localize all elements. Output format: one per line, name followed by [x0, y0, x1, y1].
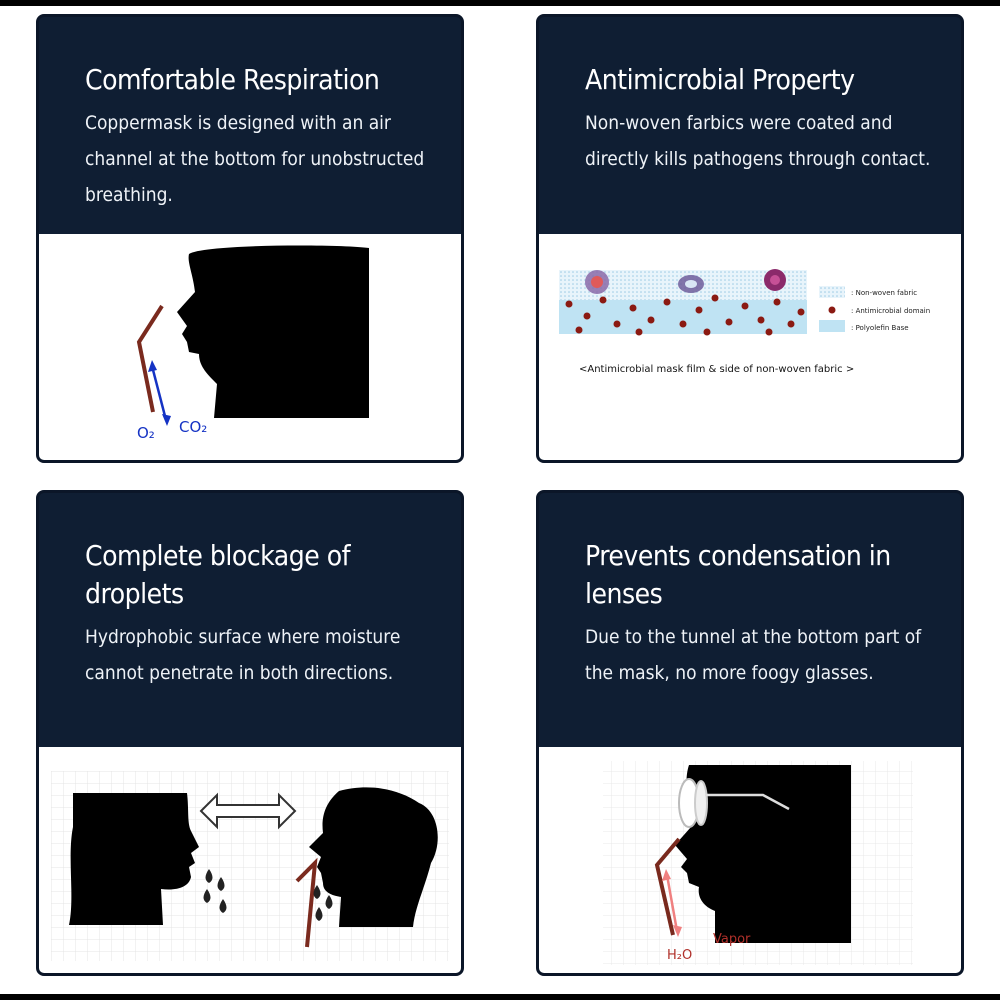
card-title: Comfortable Respiration — [85, 63, 380, 96]
legend-nonwoven: : Non-woven fabric — [851, 289, 917, 297]
card-header: Comfortable Respiration Coppermask is de… — [39, 17, 461, 213]
condensation-diagram: Vapor H₂O — [603, 761, 913, 965]
vapor-arrows-icon — [662, 869, 682, 937]
card-header: Antimicrobial Property Non-woven farbics… — [539, 17, 961, 177]
card-header: Complete blockage of droplets Hydrophobi… — [39, 493, 461, 691]
fabric-diagram: : Non-woven fabric : Antimicrobial domai… — [559, 269, 930, 375]
card-header: Prevents condensation in lenses Due to t… — [539, 493, 961, 691]
o2-label: O₂ — [137, 424, 155, 442]
feature-card-respiration: Comfortable Respiration Coppermask is de… — [36, 14, 464, 463]
feature-card-droplets: Complete blockage of droplets Hydrophobi… — [36, 490, 464, 976]
top-border — [0, 0, 1000, 6]
card-description: Hydrophobic surface where moisture canno… — [85, 626, 401, 684]
respiration-illustration: O₂ CO₂ — [39, 234, 461, 460]
co2-label: CO₂ — [179, 418, 207, 436]
droplets-icon — [203, 869, 333, 921]
respiration-diagram: O₂ CO₂ — [136, 245, 369, 442]
droplets-diagram — [51, 771, 449, 961]
card-description: Due to the tunnel at the bottom part of … — [585, 626, 922, 684]
left-head-silhouette — [69, 793, 199, 925]
right-head-silhouette — [309, 787, 438, 927]
mask-shield-line — [295, 857, 318, 948]
feature-card-antimicrobial: Antimicrobial Property Non-woven farbics… — [536, 14, 964, 463]
legend-swatch-base — [819, 320, 845, 332]
legend-swatch-dot — [828, 306, 836, 314]
airflow-arrows-icon — [148, 360, 171, 426]
card-description: Non-woven farbics were coated and direct… — [585, 112, 931, 170]
legend-polyolefin: : Polyolefin Base — [851, 324, 909, 332]
card-description: Coppermask is designed with an air chann… — [85, 112, 425, 206]
legend-antimicrobial: : Antimicrobial domain — [851, 307, 930, 315]
polyolefin-layer — [559, 300, 807, 334]
card-title: Prevents condensation in lenses — [585, 539, 891, 610]
head-silhouette — [177, 245, 369, 418]
pathogen-icon — [585, 269, 786, 294]
card-title: Antimicrobial Property — [585, 63, 855, 96]
diagram-caption: <Antimicrobial mask film & side of non-w… — [579, 364, 854, 375]
card-title: Complete blockage of droplets — [85, 539, 350, 610]
feature-card-condensation: Prevents condensation in lenses Due to t… — [536, 490, 964, 976]
head-silhouette — [675, 765, 851, 943]
double-arrow-icon — [199, 792, 297, 830]
antimicrobial-dots — [565, 294, 805, 336]
bottom-border — [0, 994, 1000, 1000]
droplets-illustration — [39, 747, 461, 973]
vapor-label: Vapor — [713, 932, 751, 947]
condensation-illustration: Vapor H₂O — [539, 747, 961, 973]
glasses-icon — [678, 778, 790, 828]
mask-shield-line — [136, 304, 164, 413]
antimicrobial-illustration: : Non-woven fabric : Antimicrobial domai… — [539, 234, 961, 460]
h2o-label: H₂O — [667, 948, 692, 963]
legend-swatch-nonwoven — [819, 286, 845, 298]
mask-shield-line — [654, 837, 681, 936]
